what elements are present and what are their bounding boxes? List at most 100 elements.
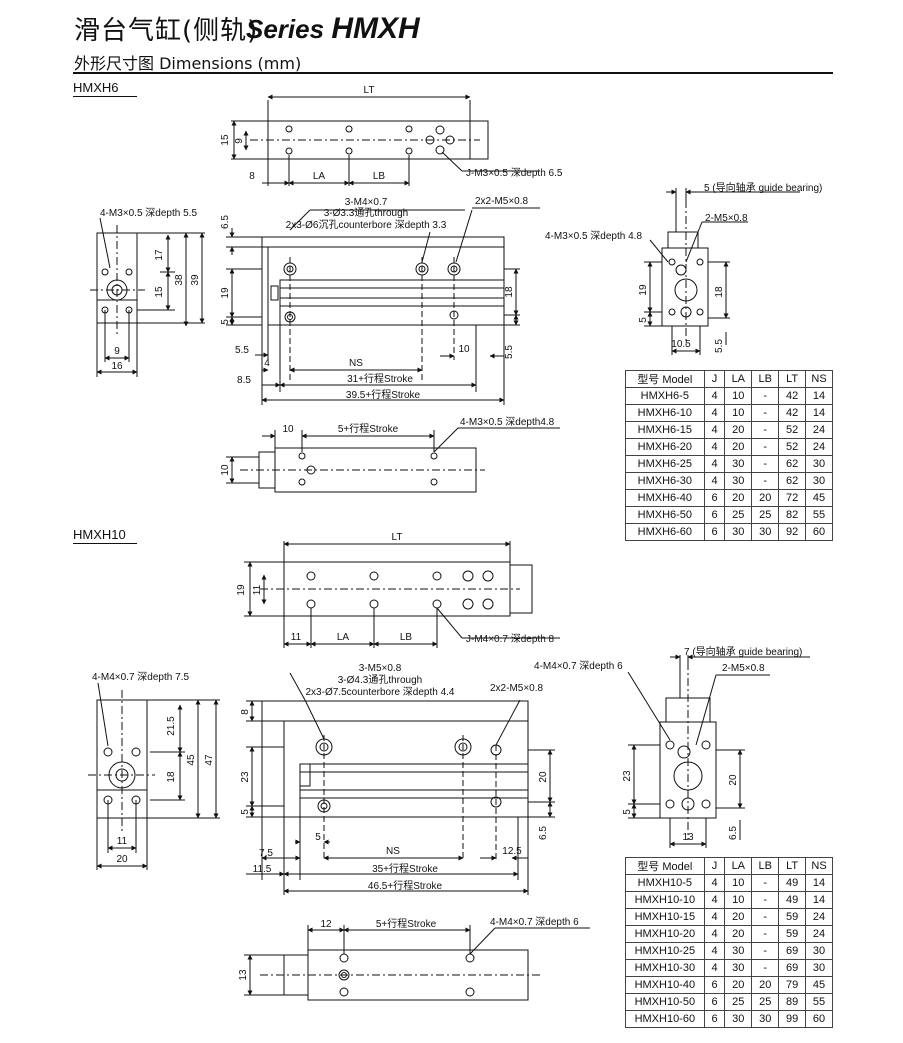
hmxh6-front-d18: 18 (504, 286, 515, 298)
hmxh10-top-lb: LB (400, 632, 413, 643)
value-cell: 30 (724, 1010, 753, 1028)
hmxh6-end-d55: 5.5 (714, 339, 725, 353)
hmxh6-bottom-view (226, 427, 560, 493)
column-header: 型号 Model (625, 857, 705, 875)
hmxh6-top-view (231, 94, 540, 186)
value-cell: 30 (805, 942, 833, 960)
value-cell: - (751, 404, 780, 422)
hmxh10-front-note-1: 3-M5×0.8 (359, 663, 402, 674)
value-cell: 79 (778, 976, 807, 994)
hmxh10-front-note-4: 2x2-M5×0.8 (490, 683, 544, 694)
value-cell: 6 (703, 523, 726, 541)
hmxh6-top-d8: 8 (249, 171, 255, 182)
value-cell: - (751, 472, 780, 490)
hmxh10-side-d47: 47 (204, 754, 215, 766)
value-cell: 89 (778, 993, 807, 1011)
hmxh10-top-la: LA (337, 632, 350, 643)
value-cell: 20 (724, 908, 753, 926)
hmxh6-front-stroke-395: 39.5+行程Stroke (346, 388, 421, 401)
value-cell: 4 (703, 908, 726, 926)
hmxh10-side-d11: 11 (117, 836, 128, 847)
value-cell: 4 (703, 387, 726, 405)
model-cell: HMXH6-25 (625, 455, 705, 473)
value-cell: 30 (724, 523, 753, 541)
hmxh10-top-d11: 11 (252, 584, 263, 595)
value-cell: - (751, 455, 780, 473)
hmxh6-side-d16: 16 (111, 361, 123, 372)
value-cell: 24 (805, 908, 833, 926)
value-cell: 20 (724, 489, 753, 507)
model-cell: HMXH10-25 (625, 942, 705, 960)
hmxh6-end-d105: 10.5 (671, 339, 691, 350)
value-cell: 42 (778, 404, 807, 422)
hmxh10-front-note-2: 3-Ø4.3通孔through (338, 674, 423, 686)
hmxh10-end-d65: 6.5 (728, 826, 739, 840)
column-header: J (703, 857, 726, 875)
hmxh10-end-d23: 23 (622, 770, 633, 782)
value-cell: 20 (724, 925, 753, 943)
value-cell: 6 (703, 976, 726, 994)
hmxh10-front-d75: 7.5 (259, 848, 273, 859)
hmxh10-end-d20: 20 (728, 774, 739, 786)
model-cell: HMXH6-20 (625, 438, 705, 456)
value-cell: 55 (805, 993, 833, 1011)
hmxh10-front-note-3: 2x3-Ø7.5counterbore 深depth 4.4 (306, 686, 455, 698)
value-cell: 10 (724, 404, 753, 422)
model-cell: HMXH6-40 (625, 489, 705, 507)
hmxh10-end-d5: 5 (622, 809, 633, 815)
value-cell: 10 (724, 891, 753, 909)
value-cell: 60 (805, 523, 833, 541)
value-cell: 30 (805, 455, 833, 473)
value-cell: 52 (778, 421, 807, 439)
page-title-series: Series HMXH (246, 12, 420, 46)
value-cell: 25 (751, 993, 780, 1011)
value-cell: 55 (805, 506, 833, 524)
model-cell: HMXH10-30 (625, 959, 705, 977)
hmxh10-side-d45: 45 (186, 754, 197, 766)
value-cell: - (751, 891, 780, 909)
hmxh10-top-thread: J-M4×0.7 深depth 8 (466, 633, 555, 645)
value-cell: 52 (778, 438, 807, 456)
column-header: LA (724, 857, 753, 875)
model-cell: HMXH6-15 (625, 421, 705, 439)
hmxh6-side-d17: 17 (154, 249, 165, 261)
model-cell: HMXH10-5 (625, 874, 705, 892)
hmxh10-bottom-h13: 13 (238, 969, 249, 981)
value-cell: 30 (724, 942, 753, 960)
value-cell: 24 (805, 421, 833, 439)
value-cell: 4 (703, 472, 726, 490)
column-header: LB (751, 370, 780, 388)
column-header: 型号 Model (625, 370, 705, 388)
hmxh6-front-note-4: 2x2-M5×0.8 (475, 196, 529, 207)
section-underline-hmxh6 (73, 96, 137, 97)
hmxh10-side-thread: 4-M4×0.7 深depth 7.5 (92, 671, 189, 683)
hmxh10-bottom-stroke: 5+行程Stroke (376, 917, 437, 930)
value-cell: 82 (778, 506, 807, 524)
value-cell: 30 (751, 523, 780, 541)
hmxh6-side-d15: 15 (154, 286, 165, 298)
value-cell: 30 (724, 455, 753, 473)
value-cell: 49 (778, 874, 807, 892)
hmxh6-side-d39: 39 (190, 274, 201, 286)
model-cell: HMXH6-30 (625, 472, 705, 490)
hmxh6-top-thread: J-M3×0.5 深depth 6.5 (466, 167, 563, 179)
hmxh6-front-d85: 8.5 (237, 375, 251, 386)
hmxh10-side-d215: 21.5 (166, 716, 177, 736)
value-cell: 14 (805, 891, 833, 909)
value-cell: 25 (724, 506, 753, 524)
